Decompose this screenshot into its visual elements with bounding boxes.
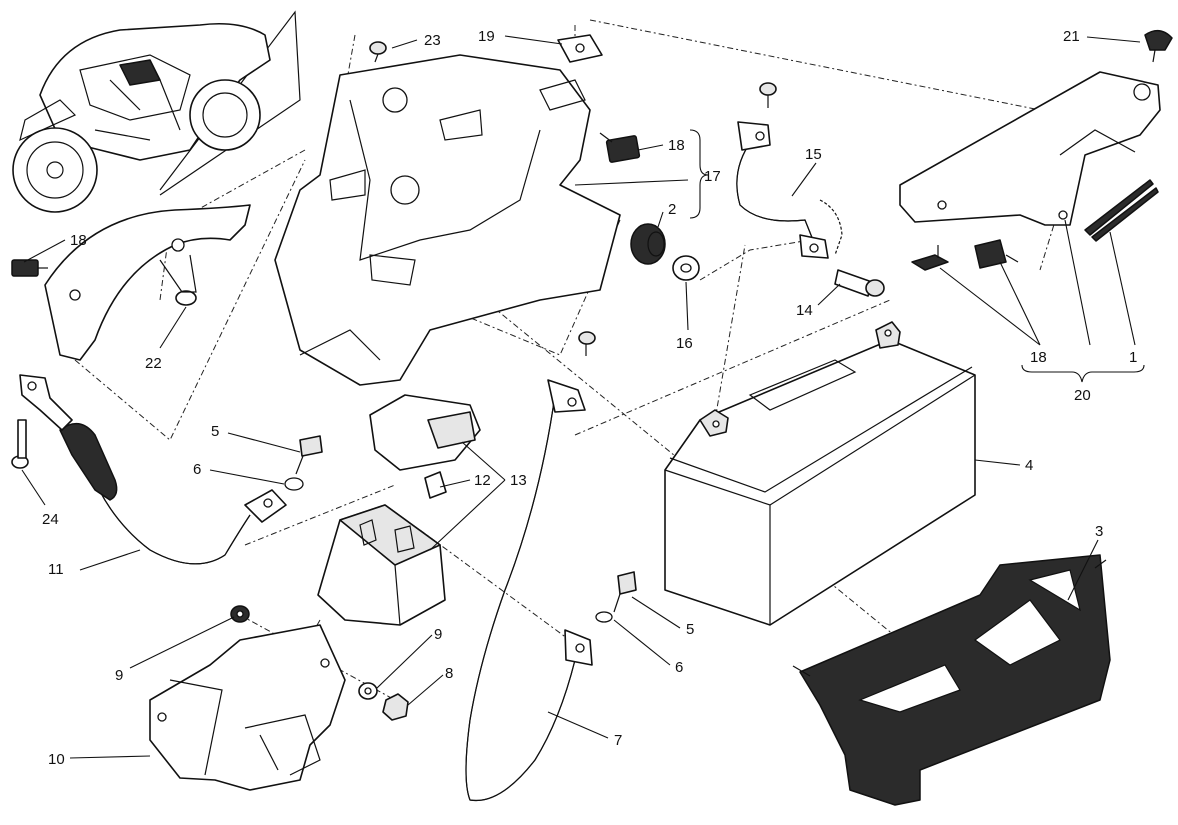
bolt-5-left bbox=[295, 435, 323, 475]
callout-1: 1 bbox=[1129, 349, 1137, 366]
washer-6-left bbox=[284, 477, 304, 491]
callout-13: 13 bbox=[510, 472, 527, 489]
motorcycle-thumbnail bbox=[12, 10, 301, 213]
nut-8 bbox=[382, 693, 409, 721]
battery-holder bbox=[274, 54, 621, 386]
callout-10: 10 bbox=[48, 751, 65, 768]
cap-screw-21 bbox=[1144, 29, 1173, 63]
relay-cover bbox=[369, 394, 481, 471]
callout-6-right: 6 bbox=[675, 659, 683, 676]
callout-5-left: 5 bbox=[211, 423, 219, 440]
bolt-battery-top bbox=[759, 82, 777, 108]
callout-17: 17 bbox=[704, 168, 721, 185]
starter-relay-13 bbox=[317, 504, 446, 626]
washer-9-left bbox=[230, 605, 250, 623]
callout-8: 8 bbox=[445, 665, 453, 682]
bushing-16 bbox=[672, 255, 700, 281]
ground-cable-15 bbox=[736, 121, 843, 259]
rubber-pads-right bbox=[911, 239, 1019, 271]
callout-14: 14 bbox=[796, 302, 813, 319]
callout-18-right: 18 bbox=[1030, 349, 1047, 366]
callout-20: 20 bbox=[1074, 387, 1091, 404]
callout-9-right: 9 bbox=[434, 626, 442, 643]
callout-11: 11 bbox=[48, 561, 64, 578]
washer-9-right bbox=[358, 682, 378, 700]
clip-nut-19 bbox=[557, 34, 603, 63]
curved-bracket bbox=[44, 204, 251, 361]
battery-bracket-20 bbox=[899, 71, 1161, 226]
screw-23 bbox=[369, 41, 387, 63]
bolt-24 bbox=[11, 419, 29, 469]
relay-holder-10 bbox=[149, 624, 346, 791]
callout-12: 12 bbox=[474, 472, 491, 489]
grommet-2 bbox=[630, 223, 666, 265]
leader-lines bbox=[21, 35, 1141, 759]
callout-9-left: 9 bbox=[115, 667, 123, 684]
callout-2: 2 bbox=[668, 201, 676, 218]
callout-18-holder: 18 bbox=[668, 137, 685, 154]
fuse-12 bbox=[424, 471, 447, 499]
callout-7: 7 bbox=[614, 732, 622, 749]
rubber-pad-left bbox=[11, 259, 48, 277]
battery-cable-11 bbox=[19, 374, 287, 565]
bolt-14 bbox=[834, 269, 885, 297]
callout-19: 19 bbox=[478, 28, 495, 45]
washer-6-right bbox=[595, 611, 613, 623]
strip-1 bbox=[1084, 179, 1159, 242]
callout-labels: 23 19 21 18 2 17 15 14 16 18 1 1 20 4 3 … bbox=[42, 28, 1137, 768]
battery-4 bbox=[664, 321, 976, 626]
callout-3: 3 bbox=[1095, 523, 1103, 540]
brace-20 bbox=[1021, 364, 1145, 383]
battery-support-3 bbox=[792, 554, 1111, 806]
callout-21: 21 bbox=[1063, 28, 1080, 45]
callout-6-left: 6 bbox=[193, 461, 201, 478]
callout-15: 15 bbox=[805, 146, 822, 163]
bolt-cable-7 bbox=[578, 331, 596, 356]
callout-5-right: 5 bbox=[686, 621, 694, 638]
rubber-pad-holder bbox=[599, 132, 641, 163]
callout-24: 24 bbox=[42, 511, 59, 528]
callout-16: 16 bbox=[676, 335, 693, 352]
battery-cable-7 bbox=[465, 379, 593, 802]
callout-22: 22 bbox=[145, 355, 162, 372]
bolt-5-right bbox=[613, 571, 637, 613]
callout-23: 23 bbox=[424, 32, 441, 49]
callout-18-left: 18 bbox=[70, 232, 87, 249]
callout-4: 4 bbox=[1025, 457, 1033, 474]
brace-17 bbox=[689, 129, 709, 219]
